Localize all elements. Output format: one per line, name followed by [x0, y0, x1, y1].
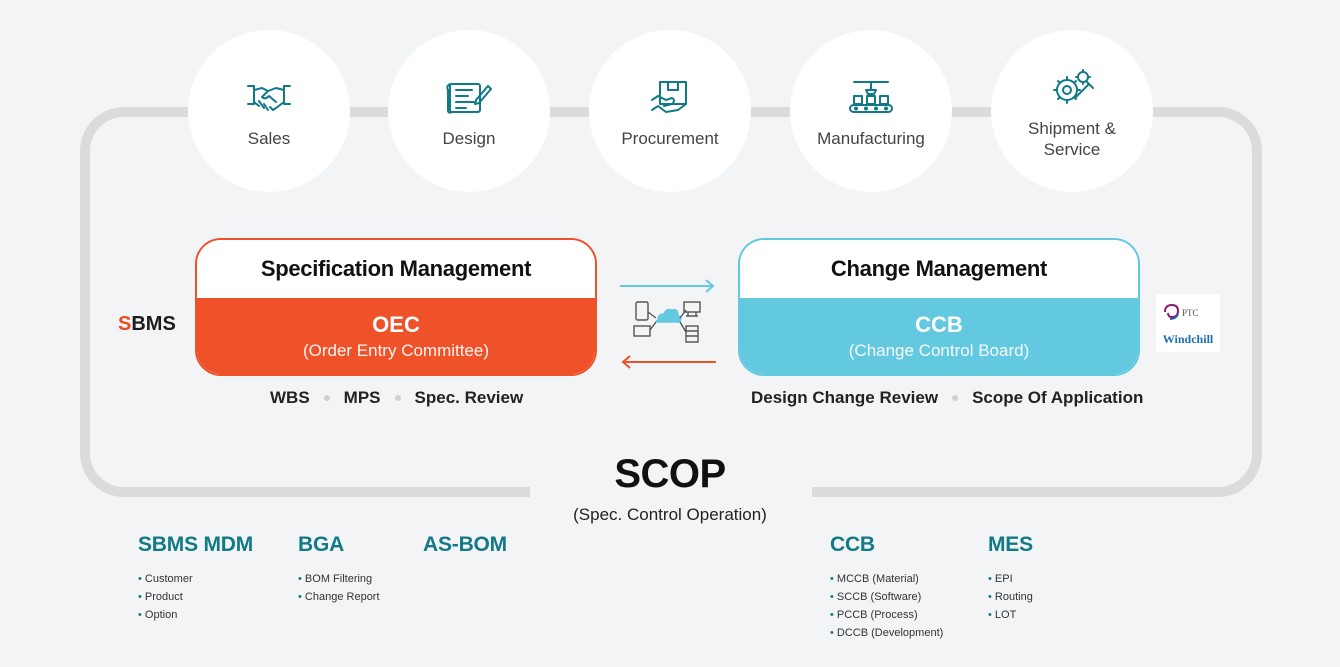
tag-separator [394, 395, 401, 401]
group-item: Product [138, 588, 253, 606]
group-item: Option [138, 606, 253, 624]
group-item: Customer [138, 570, 253, 588]
loop-gap [530, 485, 812, 501]
group-item: Change Report [298, 588, 380, 606]
card-body: CCB (Change Control Board) [740, 298, 1138, 374]
tag: WBS [270, 388, 310, 407]
group-as-bom: AS-BOM [423, 533, 507, 557]
change-tags: Design Change Review Scope Of Applicatio… [751, 388, 1143, 408]
group-mes: MES EPI Routing LOT [988, 533, 1033, 624]
group-bga: BGA BOM Filtering Change Report [298, 533, 380, 606]
group-title: MES [988, 533, 1033, 556]
handshake-icon [247, 85, 291, 111]
spec-tags: WBS MPS Spec. Review [270, 388, 523, 408]
ptc-label: PTC [1182, 308, 1199, 318]
group-item: EPI [988, 570, 1033, 588]
stage-label: Design [442, 129, 496, 148]
network-cloud-icon [633, 301, 701, 343]
stage-design: Design [388, 30, 550, 192]
tag: MPS [343, 388, 381, 407]
group-item: MCCB (Material) [830, 570, 943, 588]
card-code: OEC [372, 312, 420, 337]
conveyor-robot-icon [849, 81, 893, 113]
windchill-label: Windchill [1162, 332, 1214, 346]
tag: Spec. Review [414, 388, 524, 407]
group-title: SBMS MDM [138, 533, 254, 556]
package-hand-icon [651, 81, 687, 113]
change-management-card: Change Management CCB (Change Control Bo… [738, 238, 1140, 376]
tag-separator [323, 395, 330, 401]
sbms-logo-prefix: S [118, 313, 132, 335]
group-item: DCCB (Development) [830, 624, 943, 642]
tag-separator [952, 395, 959, 401]
ptc-windchill-logo: PTC Windchill [1156, 294, 1220, 352]
scop-subtitle: (Spec. Control Operation) [573, 505, 767, 524]
blueprint-icon [446, 83, 492, 114]
group-ccb: CCB MCCB (Material) SCCB (Software) PCCB… [830, 533, 943, 642]
card-title: Change Management [740, 240, 1138, 298]
group-title: CCB [830, 533, 875, 556]
sbms-logo-rest: BMS [131, 313, 176, 335]
card-title: Specification Management [197, 240, 595, 298]
card-code: CCB [915, 312, 963, 337]
card-body: OEC (Order Entry Committee) [197, 298, 595, 374]
group-title: BGA [298, 533, 345, 556]
gears-wrench-icon [1053, 69, 1094, 104]
stage-manufacturing: Manufacturing [790, 30, 952, 192]
stage-label: Procurement [621, 129, 719, 148]
stage-label: Sales [247, 129, 291, 148]
group-title: AS-BOM [423, 533, 507, 556]
stage-label-line2: Service [1043, 140, 1101, 159]
tag: Scope Of Application [972, 388, 1144, 407]
card-full-name: (Change Control Board) [848, 341, 1030, 360]
stage-label-line1: Shipment & [1028, 119, 1116, 138]
tag: Design Change Review [751, 388, 939, 407]
stage-label: Shipment & Service [991, 118, 1153, 160]
scop-title: SCOP [614, 452, 726, 496]
group-sbms-mdm: SBMS MDM Customer Product Option [138, 533, 253, 624]
card-full-name: (Order Entry Committee) [302, 341, 490, 360]
sbms-logo: SBMS [118, 313, 176, 336]
group-item: Routing [988, 588, 1033, 606]
sync-connector [620, 279, 716, 369]
group-item: BOM Filtering [298, 570, 380, 588]
stage-shipment-service: Shipment & Service [991, 30, 1153, 192]
group-item: SCCB (Software) [830, 588, 943, 606]
stage-label: Manufacturing [817, 129, 925, 148]
specification-management-card: Specification Management OEC (Order Entr… [195, 238, 597, 376]
stage-sales: Sales [188, 30, 350, 192]
stage-procurement: Procurement [589, 30, 751, 192]
group-item: PCCB (Process) [830, 606, 943, 624]
ptc-swirl-icon [1164, 303, 1180, 320]
group-item: LOT [988, 606, 1033, 624]
